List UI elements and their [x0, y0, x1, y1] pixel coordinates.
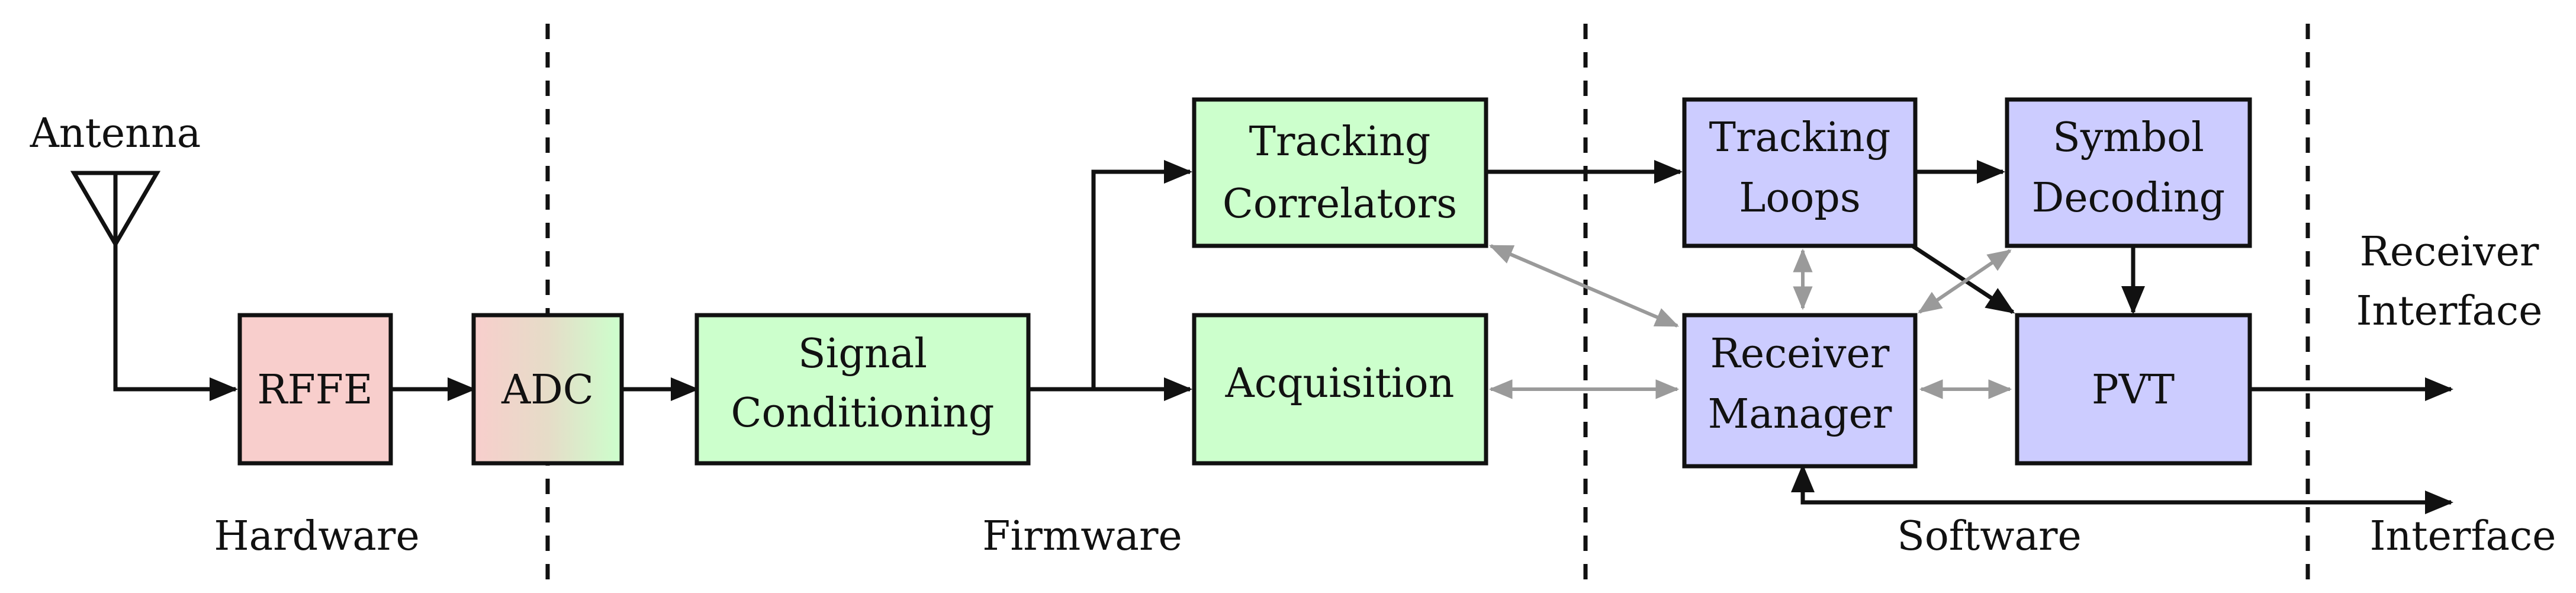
adc-label: ADC [501, 367, 594, 414]
arrow-antenna-rffe [113, 244, 238, 401]
interface-label: Interface [2370, 513, 2556, 560]
tracking-correlators-block: Tracking Correlators [1192, 97, 1488, 248]
control-connections [1488, 244, 2012, 399]
receiver-interface-label-line2: Interface [2356, 288, 2543, 335]
receiver-interface-label-line1: Receiver [2360, 229, 2539, 275]
symbol-decoding-label-line1: Symbol [2053, 114, 2204, 161]
signal-conditioning-block: Signal Conditioning [694, 313, 1031, 466]
tracking-loops-label-line2: Loops [1739, 175, 1860, 222]
tracking-loops-label-line1: Tracking [1709, 114, 1891, 161]
acquisition-block: Acquisition [1192, 313, 1488, 466]
adc-block: ADC [471, 313, 624, 466]
arrow-symbol-decoding-receiver-manager [1918, 249, 2012, 314]
tracking-loops-block: Tracking Loops [1682, 97, 1918, 248]
arrow-interface-receiver-manager [1791, 464, 2453, 514]
arrow-tracking-correlators-receiver-manager [1488, 244, 1680, 328]
receiver-manager-block: Receiver Manager [1682, 313, 1918, 469]
pvt-block: PVT [2015, 313, 2252, 466]
section-label-hardware: Hardware [214, 513, 419, 560]
antenna-icon [70, 171, 161, 248]
arrow-signal-conditioning-tracking-correlators [1091, 160, 1192, 389]
rffe-block: RFFE [237, 313, 393, 466]
section-label-firmware: Firmware [982, 513, 1182, 560]
receiver-manager-label-line2: Manager [1708, 391, 1892, 438]
antenna-label: Antenna [30, 110, 201, 157]
signal-conditioning-label-line1: Signal [798, 331, 927, 377]
pvt-label: PVT [2092, 367, 2175, 414]
signal-conditioning-label-line2: Conditioning [731, 390, 995, 437]
receiver-manager-label-line1: Receiver [1710, 331, 1890, 377]
rffe-label: RFFE [257, 367, 372, 414]
section-label-software: Software [1897, 513, 2082, 560]
arrow-tracking-loops-pvt [1911, 244, 2015, 314]
symbol-decoding-block: Symbol Decoding [2005, 97, 2252, 248]
tracking-correlators-label-line1: Tracking [1249, 118, 1431, 165]
acquisition-label: Acquisition [1225, 360, 1455, 407]
tracking-correlators-label-line2: Correlators [1223, 181, 1457, 227]
symbol-decoding-label-line2: Decoding [2032, 175, 2225, 222]
